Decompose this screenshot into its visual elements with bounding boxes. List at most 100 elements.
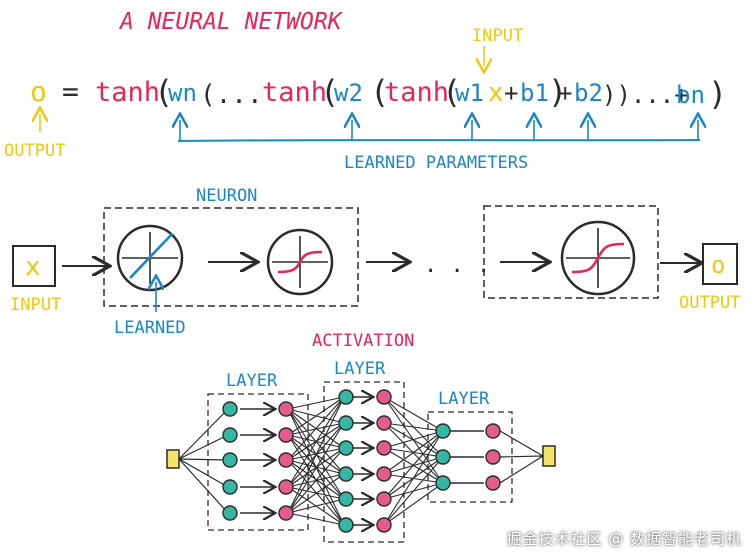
connection: [287, 473, 345, 514]
connection: [383, 430, 444, 475]
tanh-curve: [571, 242, 625, 274]
connection: [287, 396, 345, 488]
equation-equals: =: [62, 75, 79, 108]
layer-label-2: LAYER: [334, 359, 386, 379]
equation-trailing: ))...+: [602, 81, 689, 109]
activation-node: [278, 479, 294, 495]
connection: [287, 459, 345, 500]
bias-1: b1: [520, 79, 549, 107]
chain-output-label: OUTPUT: [679, 293, 740, 313]
neuron-node: [222, 505, 238, 521]
equation-ellipsis: (...: [200, 80, 263, 110]
connection: [383, 482, 444, 526]
input-box: [12, 245, 56, 287]
learned-params-bracket: [177, 139, 701, 142]
tanh-1: tanh: [384, 77, 449, 108]
network-output-node: [542, 445, 556, 467]
activation-label: ACTIVATION: [312, 331, 414, 351]
neuron-node: [435, 449, 451, 465]
activation-node: [376, 389, 392, 405]
chain-output-symbol: o: [711, 251, 725, 279]
activation-node: [376, 466, 392, 482]
equation-input-label: INPUT: [472, 26, 523, 46]
bias-2: b2: [574, 79, 603, 107]
equation-input-x: x: [488, 78, 504, 108]
chain-input-label: INPUT: [10, 295, 61, 315]
connection: [499, 455, 544, 458]
tanh-n: tanh: [95, 77, 160, 108]
linear-plot: [129, 233, 173, 279]
connection: [383, 422, 444, 432]
connection: [287, 447, 345, 514]
paren: (: [154, 73, 173, 111]
network-connections: [178, 396, 544, 526]
connection: [287, 396, 345, 461]
connection: [499, 430, 544, 457]
layer-label-3: LAYER: [438, 389, 490, 409]
bias-n: bn: [676, 81, 705, 109]
weight-1: w1: [455, 79, 484, 107]
network-nodes: [222, 389, 501, 533]
learned-label: LEARNED: [114, 318, 186, 338]
equation-output-symbol: o: [30, 75, 47, 108]
connection: [287, 396, 345, 436]
equation-output-label: OUTPUT: [4, 141, 65, 161]
output-box: [702, 243, 738, 285]
activation-node: [485, 475, 501, 491]
connection: [287, 396, 345, 410]
paren: (: [442, 73, 461, 111]
layer-label-1: LAYER: [226, 371, 278, 391]
activation-node: [278, 505, 294, 521]
neuron-node: [222, 401, 238, 417]
neuron-node: [338, 440, 354, 456]
diagram-title: A NEURAL NETWORK: [118, 9, 344, 35]
connection: [178, 408, 229, 460]
chain-ellipsis: . . .: [424, 253, 490, 278]
connection: [287, 396, 345, 514]
watermark: 掘金技术社区 @ 数据智能老司机: [506, 530, 742, 548]
activation-node: [376, 440, 392, 456]
connection: [178, 434, 229, 460]
activation-node: [376, 517, 392, 533]
activation-node: [278, 401, 294, 417]
plus-2: +: [558, 79, 572, 107]
neuron-node: [222, 452, 238, 468]
neuron-node: [222, 479, 238, 495]
activation-node: [376, 491, 392, 507]
activation-node: [376, 415, 392, 431]
linear-unit: [116, 224, 184, 292]
plus-1: +: [504, 79, 518, 107]
neuron-node: [435, 475, 451, 491]
paren: (: [320, 73, 339, 111]
layer-box: [427, 411, 513, 503]
paren: ): [708, 75, 727, 113]
neuron-node: [338, 491, 354, 507]
learned-params-label: LEARNED PARAMETERS: [344, 153, 528, 173]
network: ACTIVATION LAYER LAYER LAYER: [166, 331, 556, 543]
activation-node: [485, 449, 501, 465]
connection: [383, 430, 444, 526]
activation-node: [278, 452, 294, 468]
connection: [383, 430, 444, 449]
activation-node: [485, 423, 501, 439]
paren: ): [548, 73, 567, 111]
connection: [287, 422, 345, 514]
neuron-label: NEURON: [196, 186, 257, 206]
connection: [383, 396, 444, 432]
connection: [287, 498, 345, 514]
connection: [287, 512, 345, 526]
neuron-node: [338, 389, 354, 405]
connection: [178, 458, 229, 461]
neuron-node: [338, 466, 354, 482]
connection: [383, 456, 444, 526]
connection: [383, 430, 444, 500]
chain-input-symbol: x: [25, 252, 41, 282]
weight-n: wn: [168, 79, 197, 107]
activation-unit: [266, 228, 334, 296]
connection: [178, 458, 229, 514]
paren: (: [370, 73, 389, 111]
tanh-curve: [277, 250, 323, 274]
neuron-node: [435, 423, 451, 439]
neuron-node: [222, 427, 238, 443]
neuron-node: [338, 517, 354, 533]
